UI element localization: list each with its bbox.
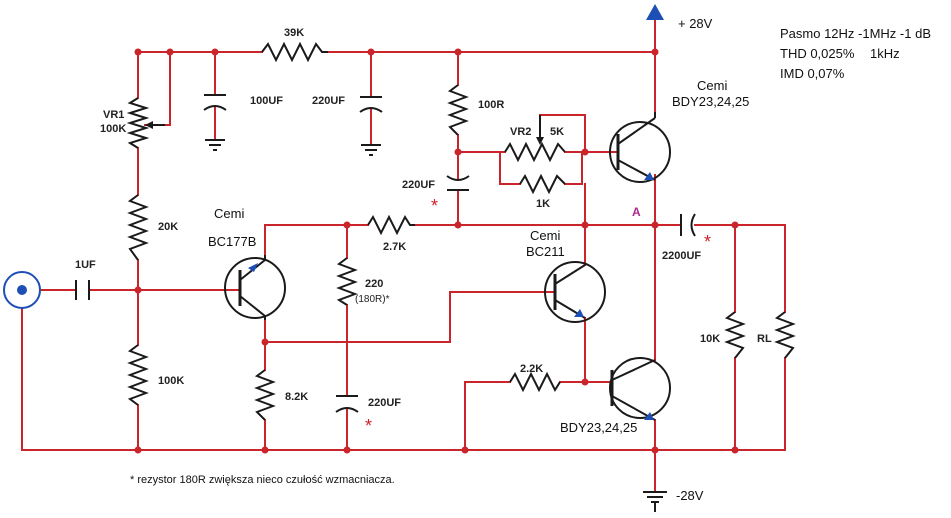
transistor-labels: Cemi BC177B Cemi BC211 Cemi BDY23,24,25 …: [208, 78, 749, 435]
label-vr2-value: 5K: [550, 126, 564, 138]
q3-maker: Cemi: [697, 78, 727, 93]
pot-wipers: [145, 115, 544, 145]
spec-bandwidth: Pasmo 12Hz -1MHz -1 dB: [780, 26, 931, 41]
resistor-100r: [447, 84, 469, 136]
label-220uf-top: 220UF: [312, 95, 345, 107]
resistor-1k: [519, 173, 566, 195]
input-connector[interactable]: [3, 271, 41, 309]
label-100uf: 100UF: [250, 95, 283, 107]
label-1k: 1K: [536, 198, 550, 210]
spec-imd: IMD 0,07%: [780, 66, 845, 81]
resistor-20k: [127, 194, 149, 261]
q2-type: BC211: [526, 244, 565, 259]
label-1uf: 1UF: [75, 259, 96, 271]
wiring: [21, 17, 786, 493]
label-2-2k: 2.2K: [520, 363, 543, 375]
q1-type: BC177B: [208, 234, 256, 249]
q2-maker: Cemi: [530, 228, 560, 243]
q1-maker: Cemi: [214, 206, 244, 221]
asterisk-output: *: [704, 232, 711, 252]
label-100r: 100R: [478, 99, 504, 111]
asterisk-boot: *: [431, 196, 438, 216]
capacitors: [75, 94, 696, 413]
spec-thd-freq: 1kHz: [870, 46, 900, 61]
label-180r: (180R)*: [355, 294, 390, 305]
resistor-2-2k: [509, 371, 561, 393]
spec-block: Pasmo 12Hz -1MHz -1 dB THD 0,025% 1kHz I…: [780, 26, 931, 81]
label-220uf-low: 220UF: [368, 397, 401, 409]
label-rl: RL: [757, 333, 772, 345]
ground-symbols: [205, 139, 667, 512]
footnote: * rezystor 180R zwiększa nieco czułość w…: [130, 474, 395, 486]
supply-labels: + 28V -28V: [676, 16, 713, 503]
q3-type: BDY23,24,25: [672, 94, 749, 109]
transistor-q3-bdy23-top: [609, 112, 671, 183]
asterisk-marks: * * *: [365, 196, 711, 436]
resistors: [126, 41, 796, 421]
junction-dots: [134, 48, 739, 454]
node-a-label: A: [632, 205, 641, 219]
label-100k-low: 100K: [158, 375, 184, 387]
resistor-2-7k: [367, 214, 415, 236]
component-labels: 39K 100UF 220UF VR1 100K 20K 100K 1UF 10…: [75, 27, 772, 409]
supply-negative: -28V: [676, 488, 704, 503]
resistor-10k: [724, 311, 746, 359]
label-220uf-boot: 220UF: [402, 179, 435, 191]
positive-supply-arrow: [646, 4, 664, 20]
label-220: 220: [365, 278, 383, 290]
label-vr1: VR1: [103, 109, 124, 121]
q4-type: BDY23,24,25: [560, 420, 637, 435]
label-vr2: VR2: [510, 126, 531, 138]
label-vr1-value: 100K: [100, 123, 126, 135]
resistor-39k: [261, 41, 328, 63]
label-8-2k: 8.2K: [285, 391, 308, 403]
resistor-vr1: [126, 97, 150, 149]
label-39k: 39K: [284, 27, 304, 39]
transistor-q1-bc177b: [224, 255, 286, 320]
label-10k: 10K: [700, 333, 720, 345]
resistor-vr2: [504, 141, 566, 163]
transistor-q2-bc211: [544, 261, 606, 323]
resistor-8-2k: [254, 369, 276, 421]
transistor-q4-bdy23-bottom: [609, 357, 671, 421]
label-2200uf: 2200UF: [662, 250, 701, 262]
resistor-rl: [774, 311, 796, 359]
supply-positive: + 28V: [678, 16, 713, 31]
label-2-7k: 2.7K: [383, 241, 406, 253]
resistor-100k-low: [127, 344, 149, 406]
asterisk-low: *: [365, 416, 372, 436]
label-20k: 20K: [158, 221, 178, 233]
resistor-220: [336, 257, 358, 306]
spec-thd: THD 0,025%: [780, 46, 855, 61]
